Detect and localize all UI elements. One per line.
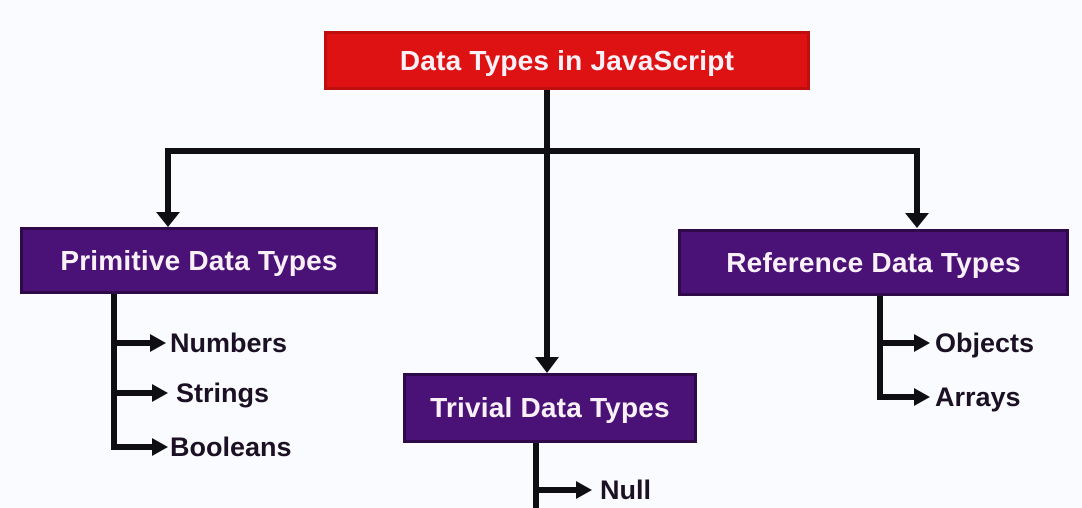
- connector-to-primitive: [156, 148, 180, 227]
- arrow-right-icon: [576, 481, 592, 499]
- connector-root-to-trivial: [535, 90, 559, 373]
- arrow-right-icon: [152, 438, 168, 456]
- node-reference-data-types: Reference Data Types: [678, 229, 1069, 296]
- connector-reference-children: [877, 296, 930, 406]
- arrow-right-icon: [914, 334, 930, 352]
- arrow-down-icon: [156, 212, 180, 227]
- arrow-down-icon: [905, 213, 929, 228]
- leaf-numbers: Numbers: [170, 328, 288, 358]
- connector-trivial-children: [533, 443, 592, 508]
- arrow-right-icon: [150, 334, 166, 352]
- leaf-strings: Strings: [176, 378, 270, 408]
- arrow-down-icon: [535, 357, 559, 373]
- leaf-booleans: Booleans: [170, 432, 292, 462]
- leaf-objects: Objects: [935, 328, 1035, 358]
- leaf-null: Null: [600, 475, 651, 505]
- node-trivial-data-types: Trivial Data Types: [403, 373, 697, 443]
- node-root-data-types: Data Types in JavaScript: [324, 31, 810, 90]
- leaf-arrays: Arrays: [935, 382, 1021, 412]
- connector-primitive-children: [111, 294, 168, 456]
- connector-to-reference: [905, 148, 929, 228]
- arrow-right-icon: [914, 388, 930, 406]
- arrow-right-icon: [152, 384, 168, 402]
- node-primitive-data-types: Primitive Data Types: [20, 227, 378, 294]
